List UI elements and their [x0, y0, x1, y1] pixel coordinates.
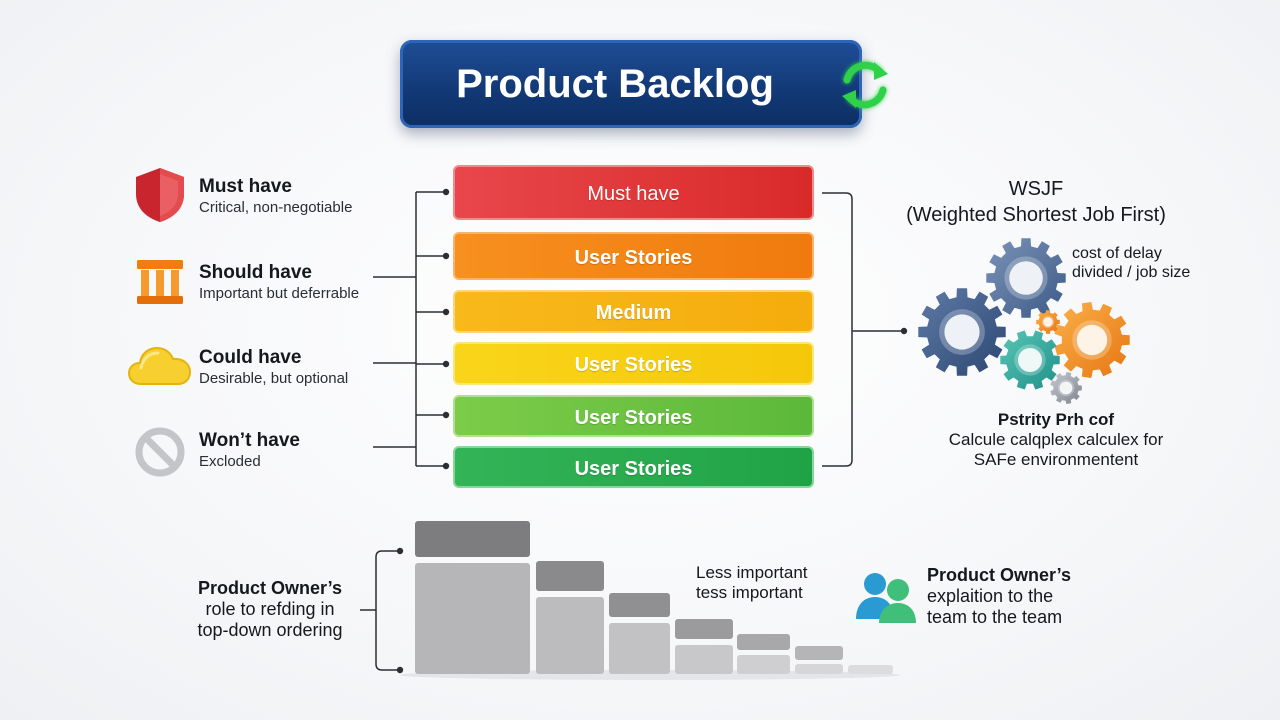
cost-of-delay-label: cost of delay divided / job size	[1072, 244, 1190, 282]
legend-should-sub: Important but deferrable	[199, 285, 360, 302]
gear-blue-top	[986, 238, 1066, 318]
po-explanation-note: Product Owner’s explaition to the team t…	[927, 565, 1071, 628]
backlog-bar-must-have: Must have	[453, 165, 814, 220]
less-line2: tess important	[696, 583, 803, 602]
prohibited-icon	[135, 427, 185, 477]
legend-must-title: Must have	[199, 176, 292, 197]
gear-orange-small	[1036, 310, 1060, 334]
gear-navy-large	[918, 288, 1006, 376]
gear-label-line2: divided / job size	[1072, 264, 1191, 281]
po-right-line1: explaition to the	[927, 586, 1054, 606]
po-right-title: Product Owner’s	[927, 565, 1072, 585]
legend-must-sub: Critical, non-negotiable	[199, 199, 353, 216]
gear-orange	[1054, 302, 1130, 378]
po-left-title: Product Owner’s	[197, 578, 343, 598]
wsjf-heading: WSJF (Weighted Shortest Job First)	[900, 176, 1172, 228]
gear-label-line1: cost of delay	[1072, 245, 1162, 262]
priority-note: Pstrity Prh cof Calcule calqplex calcule…	[928, 410, 1184, 470]
pillars-icon	[137, 260, 183, 304]
priority-line1: Calcule calqplex calculex for	[948, 430, 1164, 449]
backlog-bar-user-stories-1: User Stories	[453, 232, 814, 280]
priority-title: Pstrity Prh cof	[997, 410, 1115, 429]
backlog-bar-user-stories-3: User Stories	[453, 395, 814, 437]
priority-line2: SAFe environmentent	[973, 450, 1139, 469]
title-banner: Product Backlog	[400, 40, 862, 128]
wsjf-title: WSJF	[1008, 178, 1064, 200]
gears-icon	[918, 238, 1130, 404]
po-left-line1: role to refding in	[205, 599, 335, 619]
less-line1: Less important	[696, 563, 808, 582]
legend-could-title: Could have	[199, 347, 302, 368]
backlog-bar-user-stories-2: User Stories	[453, 342, 814, 385]
legend-should-title: Should have	[199, 262, 312, 283]
less-important-label: Less important tess important	[696, 563, 808, 603]
backlog-bar-medium: Medium	[453, 290, 814, 333]
po-left-line2: top-down ordering	[197, 620, 343, 640]
wsjf-subtitle: (Weighted Shortest Job First)	[906, 204, 1166, 226]
page-title: Product Backlog	[456, 62, 774, 106]
legend-wont-title: Won’t have	[199, 430, 300, 451]
backlog-bar-user-stories-4: User Stories	[453, 446, 814, 488]
refresh-icon	[842, 61, 888, 109]
gear-grey-small	[1050, 372, 1082, 404]
shield-icon	[136, 168, 184, 222]
po-role-note: Product Owner’s role to refding in top-d…	[180, 578, 360, 641]
team-icon	[856, 573, 916, 623]
legend-could-sub: Desirable, but optional	[199, 370, 349, 387]
legend-wont-sub: Excloded	[199, 453, 261, 470]
po-right-line2: team to the team	[927, 607, 1063, 627]
cloud-icon	[127, 346, 192, 385]
gear-teal	[1000, 330, 1060, 390]
backlog-staircase	[400, 521, 900, 680]
